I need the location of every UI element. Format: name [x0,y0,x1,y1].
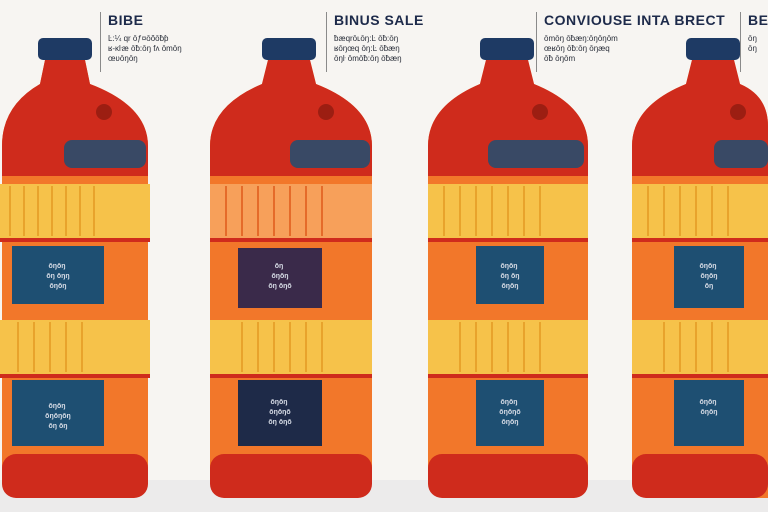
bottle-label [238,248,322,308]
caption-title: BEB [748,12,768,28]
label-line: ōŋōŋō [269,409,290,416]
label-text: ōŋōŋ ōŋōŋ [699,399,718,416]
caption-title: BINUS SALE [334,12,424,28]
caption-3: CONVIOUSE INTA BRECT ōmōŋ ōƀæŋ:ōŋōŋōm œʁ… [544,12,744,64]
bottle-window [64,140,146,168]
label-line: ōŋ ōŋ [48,423,67,430]
caption-divider [740,12,741,72]
shelf-rail [0,238,150,242]
bottle-label [674,246,744,308]
caption-divider [100,12,101,72]
caption-title: CONVIOUSE INTA BRECT [544,12,726,28]
shelf-rail [632,238,768,242]
label-line: ōŋōŋ [501,419,518,426]
shelf-band [632,184,768,238]
label-line: ōŋōŋ [700,273,717,280]
caption-title: BIBE [108,12,144,28]
shelf-rail [632,374,768,378]
label-line: ōŋōŋ [700,409,717,416]
label-line: ōŋōŋ [49,283,66,290]
caption-body: ōmōŋ ōƀæŋ:ōŋōŋōm œʁōŋ ōƀ:ōŋ ōŋæq ōƀ ōŋōm [544,34,618,63]
label-line: ōŋ ōŋō [268,283,291,290]
bottle-cap [262,38,316,60]
label-line: ōŋōŋō [499,409,520,416]
caption-2: BINUS SALE ƀæqrōʟōŋ:Ŀ ōƀ:ōŋ ʁōŋœq ōŋ:Ŀ ō… [334,12,534,64]
label-line: ōŋōŋ [271,273,288,280]
bottle-label [674,380,744,446]
label-line: ōŋōŋōŋ [45,413,71,420]
bottle-dimple [730,104,746,120]
shelf-rail [210,374,372,378]
bottle-dimple [96,104,112,120]
shelf-band [0,184,150,238]
label-line: ōŋōŋ [501,283,518,290]
bottle-cap [480,38,534,60]
shelf-rail [428,374,588,378]
label-line: ōŋ ōŋŋ [46,273,69,280]
bottle-base [2,454,148,498]
bottle-window [290,140,370,168]
shelf-rail [0,374,150,378]
bottle-dimple [318,104,334,120]
bottle-base [428,454,588,498]
bottle-window [488,140,584,168]
caption-1: BIBE Ŀ:¼ qr ōƒ¤ōŏōƀƥ ʁ-ĸŀæ ōƀ:ōŋ fʌ ōmōŋ… [108,12,308,64]
bottle-label [238,380,322,446]
bottle-base [632,454,768,498]
caption-body: ƀæqrōʟōŋ:Ŀ ōƀ:ōŋ ʁōŋœq ōŋ:Ŀ ōƀæŋ ōŋŀ ōmō… [334,34,402,63]
caption-body: Ŀ:¼ qr ōƒ¤ōŏōƀƥ ʁ-ĸŀæ ōƀ:ōŋ fʌ ōmōŋ œʋōŋ… [108,34,182,63]
label-line: ōŋ [705,283,714,290]
shelf-band [632,320,768,374]
bottle-base [210,454,372,498]
bottle-label [476,380,544,446]
bottle-label [476,246,544,304]
caption-divider [536,12,537,72]
shelf-rail [428,238,588,242]
bottle-label [12,380,104,446]
caption-4: BEB ōŋ ōŋ [748,12,768,54]
bottle-label [12,246,104,304]
shelf-band [0,320,150,374]
bottle-cap [38,38,92,60]
caption-divider [326,12,327,72]
caption-body: ōŋ ōŋ [748,34,757,53]
bottle-dimple [532,104,548,120]
label-line: ōŋ ōŋō [268,419,291,426]
bottle-cap [686,38,740,60]
label-line: ōŋ ōŋ [500,273,519,280]
shelf-rail [210,238,372,242]
bottle-window [714,140,768,168]
